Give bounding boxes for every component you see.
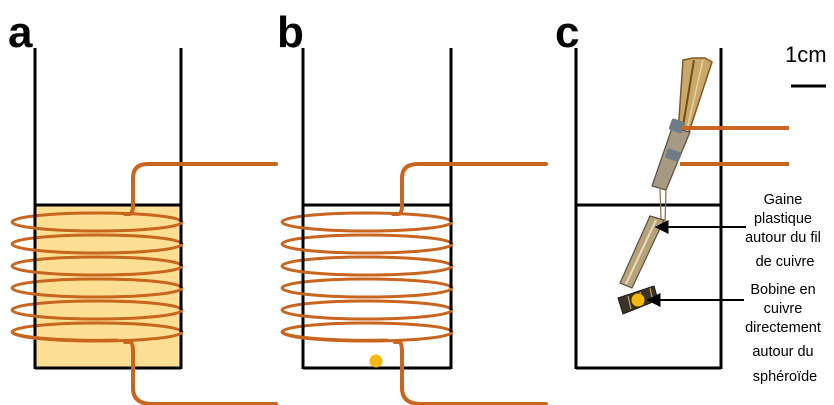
annotation-copper-coil-line: cuivre <box>764 301 803 317</box>
annotation-plastic-sheath-line: autour du fil <box>745 230 821 246</box>
annotation-copper-coil-line: directement <box>745 320 821 336</box>
panel-b-letter: b <box>277 8 304 57</box>
panel-c-wire-leads <box>680 128 789 164</box>
annotation-copper-coil: Bobine en cuivre directement autour du s… <box>648 282 825 385</box>
panel-b: b <box>277 8 546 404</box>
annotation-copper-coil-line: Bobine en <box>750 282 815 298</box>
annotation-plastic-sheath-line: de cuivre <box>756 254 815 270</box>
panel-b-container <box>303 48 451 369</box>
panel-c: c <box>555 8 827 385</box>
panel-a-letter: a <box>8 8 33 57</box>
panel-c-probe-holder <box>618 58 712 314</box>
annotation-plastic-sheath-line: plastique <box>754 211 812 227</box>
panel-a: a <box>8 8 276 404</box>
panel-b-spheroid <box>370 355 383 368</box>
svg-text:Bobine en cuivre: Bobine en cuivre directement autour du s… <box>745 282 825 385</box>
annotation-copper-coil-line: sphéroïde <box>753 369 818 385</box>
annotation-plastic-sheath-line: Gaine <box>764 192 803 208</box>
annotation-copper-coil-line: autour du <box>752 344 813 360</box>
scale-bar-label: 1cm <box>785 42 827 67</box>
panel-c-spheroid <box>632 294 645 307</box>
svg-text:Gaine plastique: Gaine plastique autour du fil de cuivre <box>745 192 825 270</box>
